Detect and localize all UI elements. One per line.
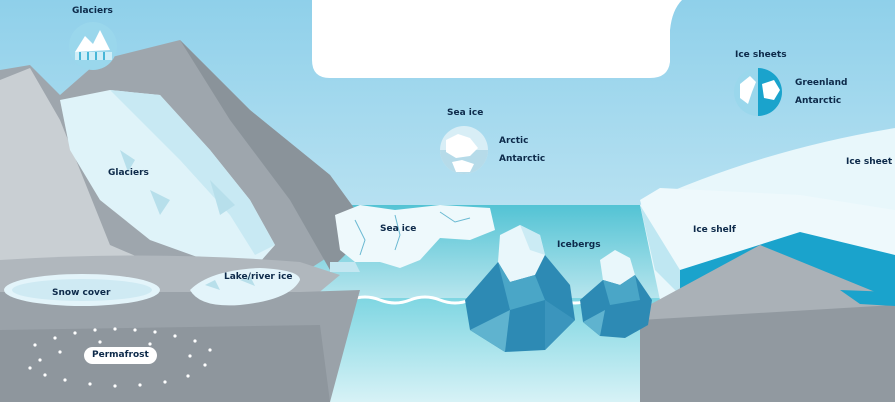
glaciers-label: Glaciers <box>108 168 149 178</box>
lake-river-ice-label: Lake/river ice <box>224 272 293 282</box>
ice-shelf-face <box>640 205 680 295</box>
antarctic-sea-ice-label: Antarctic <box>499 154 546 164</box>
right-rock-front <box>640 305 895 402</box>
antarctic-ice-sheet-label: Antarctic <box>795 96 842 106</box>
arctic-label: Arctic <box>499 136 529 146</box>
lake-river-ice <box>190 268 300 306</box>
permafrost-ground <box>0 325 330 402</box>
glaciers-legend-label: Glaciers <box>72 6 113 16</box>
ice-sheet-label: Ice sheet <box>846 157 893 167</box>
sea-ice-globe-icon <box>440 126 488 174</box>
right-rock-ice-edge <box>840 290 895 306</box>
glacier-shade <box>110 90 275 255</box>
front-mountain <box>0 68 180 275</box>
top-panel <box>312 0 682 78</box>
sea-ice-legend-label: Sea ice <box>447 108 484 118</box>
iceberg-small <box>580 250 652 338</box>
greenland-label: Greenland <box>795 78 848 88</box>
permafrost-dots <box>28 327 212 388</box>
iceberg-large <box>465 225 575 352</box>
icebergs-label: Icebergs <box>557 240 601 250</box>
sea-ice-floe <box>335 205 495 268</box>
ice-sheet-globe-icon <box>734 68 782 116</box>
glacier <box>60 90 275 262</box>
glacier-icon <box>69 22 117 70</box>
back-mountain-dark <box>180 40 370 270</box>
ice-shelf-label: Ice shelf <box>693 225 736 235</box>
snow-cover-label: Snow cover <box>52 288 111 298</box>
permafrost-label: Permafrost <box>84 347 157 364</box>
sea-ice-label: Sea ice <box>380 224 417 234</box>
ice-sheets-legend-label: Ice sheets <box>735 50 787 60</box>
